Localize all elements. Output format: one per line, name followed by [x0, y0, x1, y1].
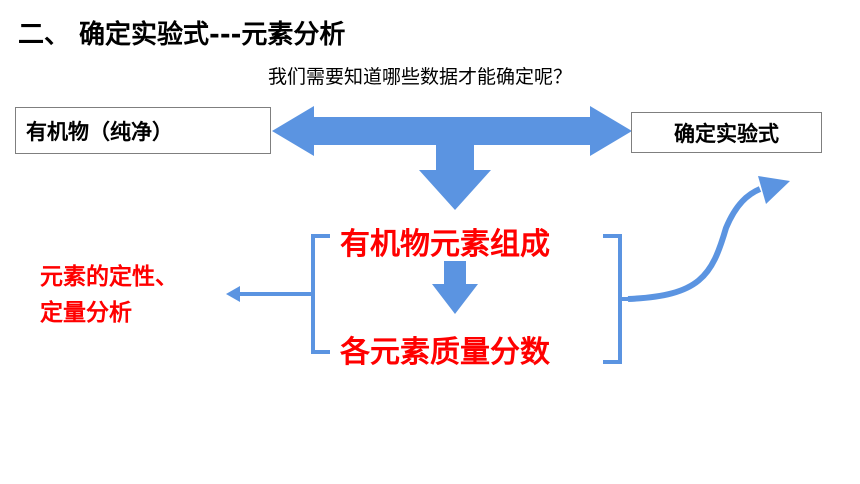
- element-mass-fraction-label: 各元素质量分数: [340, 335, 550, 370]
- double-arrow-horizontal: [272, 106, 632, 156]
- left-bracket: [306, 234, 330, 354]
- question-text: 我们需要知道哪些数据才能确定呢？: [268, 66, 573, 88]
- element-analysis-line1: 元素的定性、: [40, 264, 178, 290]
- curved-arrow-head: [758, 176, 790, 204]
- element-analysis-text: 元素的定性、 定量分析: [40, 259, 178, 331]
- curved-arrow-shaft: [627, 186, 762, 302]
- left-arrow-head: [226, 286, 240, 302]
- down-arrow-top: [419, 145, 491, 210]
- organic-compound-box: 有机物（纯净）: [15, 107, 271, 154]
- element-analysis-line2: 定量分析: [40, 300, 132, 326]
- organic-compound-label: 有机物（纯净）: [26, 119, 173, 144]
- empirical-formula-label: 确定实验式: [674, 121, 779, 146]
- empirical-formula-box: 确定实验式: [631, 112, 822, 153]
- element-composition-label: 有机物元素组成: [340, 227, 550, 262]
- page-title: 二、 确定实验式---元素分析: [18, 20, 346, 50]
- down-arrow-middle: [432, 261, 478, 314]
- right-bracket: [603, 234, 628, 364]
